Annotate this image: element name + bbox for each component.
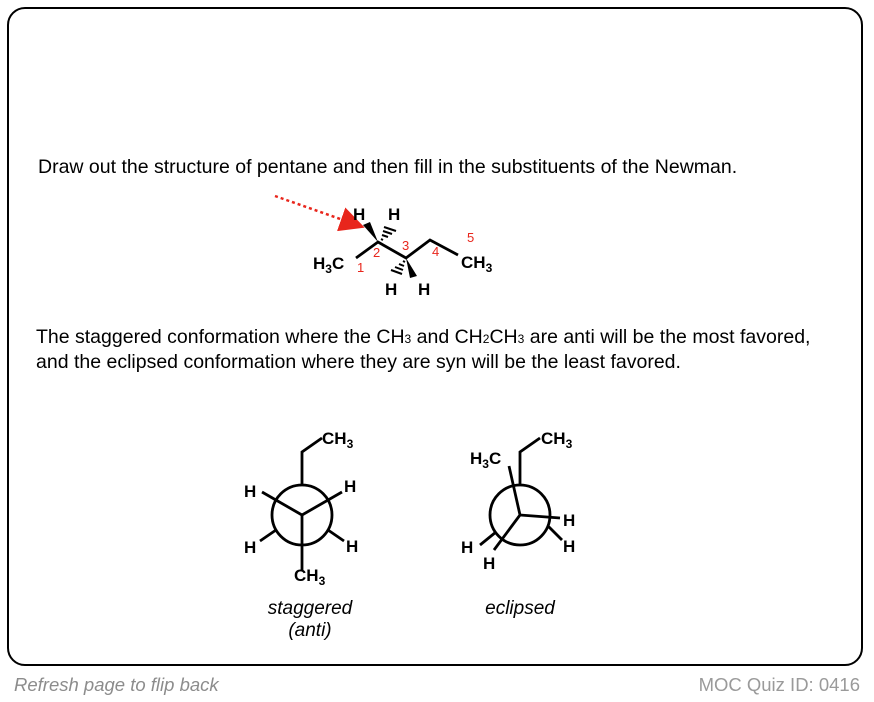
staggered-caption-line2: (anti) [288, 620, 332, 641]
staggered-h-upper-left: H [244, 482, 256, 501]
answer-sub2: 2 [482, 332, 490, 346]
carbon-number-3: 3 [402, 238, 409, 253]
staggered-bottom-group: CH3 [294, 566, 326, 588]
wedge-c3-right [406, 258, 417, 278]
eclipsed-h-right-upper: H [563, 511, 575, 530]
eclipsed-h-right-lower: H [563, 537, 575, 556]
staggered-newman: CH3 H H H H CH3 [244, 429, 358, 588]
eclipsed-caption: eclipsed [485, 598, 555, 619]
staggered-h-lower-left: H [244, 538, 256, 557]
eclipsed-h-left: H [461, 538, 473, 557]
wedge-c2-left [363, 222, 378, 242]
eclipsed-h-bottom: H [483, 554, 495, 573]
pentane-structure: H3C H H H H CH3 1 2 3 4 5 [274, 194, 493, 299]
carbon-number-4: 4 [432, 244, 439, 259]
answer-mid2: CH [489, 326, 518, 348]
answer-mid: and CH [411, 326, 483, 348]
staggered-caption: staggered (anti) [240, 598, 380, 642]
answer-post: are anti will be the most favored, and t… [36, 326, 811, 373]
quiz-card[interactable] [7, 7, 863, 666]
quiz-id: MOC Quiz ID: 0416 [698, 674, 860, 695]
carbon-number-2: 2 [373, 245, 380, 260]
refresh-hint[interactable]: Refresh page to flip back [14, 674, 219, 695]
carbon-number-1: 1 [357, 260, 364, 275]
hash-c2-right [380, 226, 397, 241]
h-c2-right: H [388, 205, 400, 224]
pentane-right-group: CH3 [461, 253, 493, 275]
answer-sub3: 3 [517, 332, 525, 346]
h-c3-left: H [385, 280, 397, 299]
staggered-caption-line1: staggered [267, 598, 353, 619]
hash-c3-left [390, 260, 406, 275]
eclipsed-left-group: H3C [470, 449, 501, 471]
staggered-h-lower-right: H [346, 537, 358, 556]
eclipsed-right-group: CH3 [541, 429, 573, 451]
eclipsed-newman: H3C CH3 H H H H [461, 429, 575, 573]
answer-sub1: 3 [404, 332, 412, 346]
pentane-arrow [274, 194, 365, 232]
staggered-h-upper-right: H [344, 477, 356, 496]
h-c3-right: H [418, 280, 430, 299]
answer-text: The staggered conformation where the CH3… [36, 326, 826, 374]
question-text: Draw out the structure of pentane and th… [38, 156, 738, 178]
pentane-left-group: H3C [313, 254, 344, 276]
answer-pre: The staggered conformation where the CH [36, 326, 405, 348]
carbon-number-5: 5 [467, 230, 474, 245]
h-c2-left: H [353, 205, 365, 224]
staggered-top-group: CH3 [322, 429, 354, 451]
